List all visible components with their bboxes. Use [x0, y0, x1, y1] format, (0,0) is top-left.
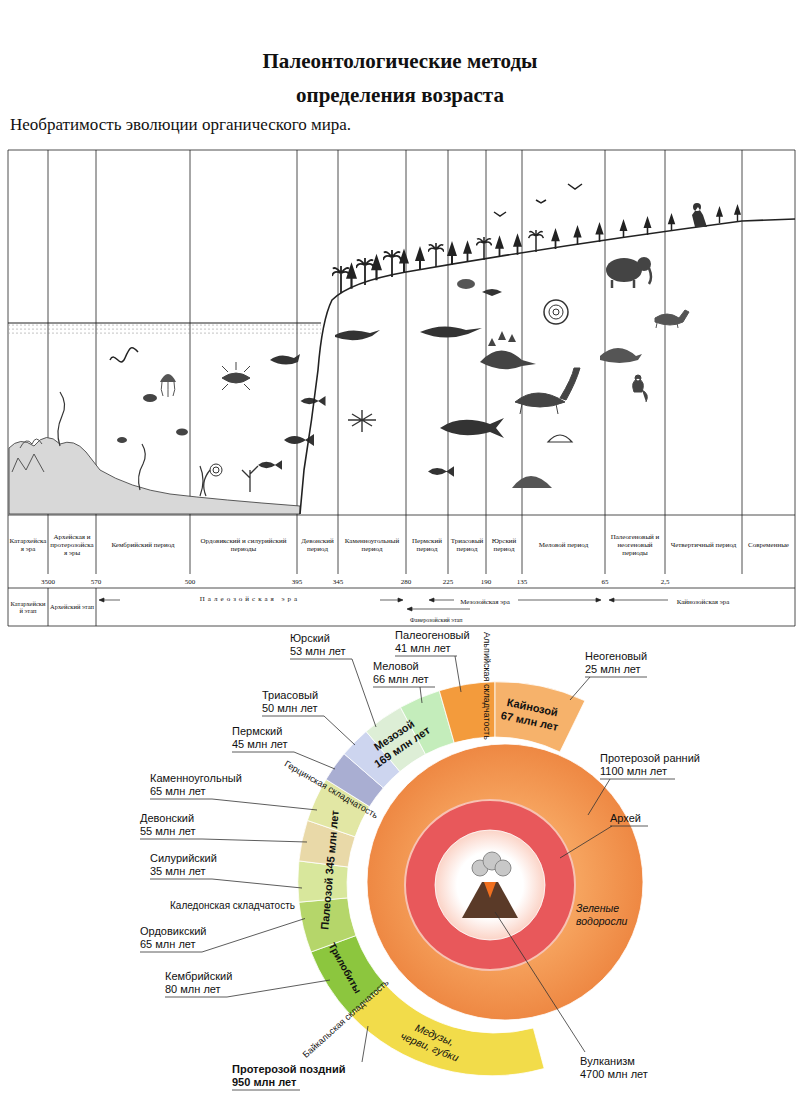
period-cell: Каменноугольный период	[338, 517, 406, 573]
period-name: Кембрийский	[165, 970, 232, 983]
period-name: Ордовикский	[140, 925, 206, 938]
period-name: Юрский	[290, 632, 330, 645]
age-number: 395	[292, 576, 303, 589]
period-cell: Меловой период	[522, 517, 605, 573]
age-number: 3500	[41, 576, 55, 589]
period-cell: Триасовый период	[448, 517, 486, 573]
period-cell: Архейская и протерозойская эры	[48, 517, 96, 573]
sea	[8, 323, 326, 514]
period-duration: 41 млн лет	[395, 642, 451, 655]
stage-label: Фанерозойский этап	[410, 614, 462, 627]
age-number: 2,5	[661, 576, 670, 589]
period-duration: 4700 млн лет	[580, 1068, 648, 1081]
era-label: Мезозойская эра	[460, 596, 510, 609]
stage-cell: Катархейский этап	[8, 590, 48, 624]
age-number: 225	[443, 576, 454, 589]
period-name: Девонский	[140, 812, 194, 825]
age-number: 135	[517, 576, 528, 589]
spiral	[298, 682, 643, 1076]
period-name: Меловой	[373, 660, 419, 673]
period-duration: 65 млн лет	[140, 938, 196, 951]
period-cell: Кембрийский период	[96, 517, 190, 573]
period-duration: 1100 млн лет	[600, 765, 667, 778]
leader-lines	[140, 656, 675, 1090]
era-arrows	[99, 598, 668, 611]
era-label: Палеозойская эра	[200, 593, 300, 606]
period-name: Каменноугольный	[150, 772, 242, 785]
era-label: Кайнозойская эра	[677, 596, 730, 609]
age-number: 65	[602, 576, 609, 589]
period-cell: Катархейская эра	[8, 517, 48, 573]
period-duration: 25 млн лет	[585, 663, 641, 676]
period-cell: Палеогеновый и неогеновый периоды	[605, 517, 665, 573]
period-name: Пермский	[232, 725, 282, 738]
period-name: Силурийский	[150, 852, 217, 865]
life-note: Зеленые водоросли	[576, 902, 636, 928]
period-duration: 35 млн лет	[150, 865, 206, 878]
period-cell: Четвертичный период	[665, 517, 742, 573]
age-number: 500	[185, 576, 196, 589]
period-name: Вулканизм	[580, 1055, 635, 1068]
period-duration: 66 млн лет	[373, 673, 429, 686]
age-number: 570	[91, 576, 102, 589]
period-cell: Юрский период	[486, 517, 522, 573]
land	[300, 184, 795, 514]
period-duration: 65 млн лет	[150, 785, 206, 798]
period-duration: 950 млн лет	[232, 1076, 296, 1089]
period-name: Протерозой ранний	[600, 752, 700, 765]
eon-name: Архей	[610, 812, 641, 825]
age-number: 190	[481, 576, 492, 589]
period-duration: 80 млн лет	[165, 983, 221, 996]
age-number: 280	[401, 576, 412, 589]
period-cell: Девонский период	[297, 517, 338, 573]
chart-frame	[8, 150, 795, 626]
fold-label: Альпийская складчатость	[480, 632, 493, 740]
period-duration: 50 млн лет	[262, 702, 318, 715]
period-duration: 45 млн лет	[232, 738, 288, 751]
period-cell: Пермский период	[406, 517, 448, 573]
stage-cell: Архейский этап	[48, 590, 96, 624]
volcano	[462, 852, 518, 918]
title: Палеонтологические методы определения во…	[220, 44, 580, 112]
period-name: Триасовый	[262, 689, 318, 702]
period-cell: Ордовикский и силурийский периоды	[190, 517, 297, 573]
period-name: Неогеновый	[585, 650, 647, 663]
subtitle: Необратимость эволюции органического мир…	[10, 114, 351, 136]
period-duration: 53 млн лет	[290, 645, 346, 658]
age-number: 345	[333, 576, 344, 589]
period-cell: Современные	[742, 517, 795, 573]
period-name: Протерозой поздний	[232, 1063, 345, 1076]
fold-label: Каледонская складчатость	[170, 899, 295, 912]
period-name: Палеогеновый	[395, 629, 470, 642]
period-duration: 55 млн лет	[140, 825, 196, 838]
